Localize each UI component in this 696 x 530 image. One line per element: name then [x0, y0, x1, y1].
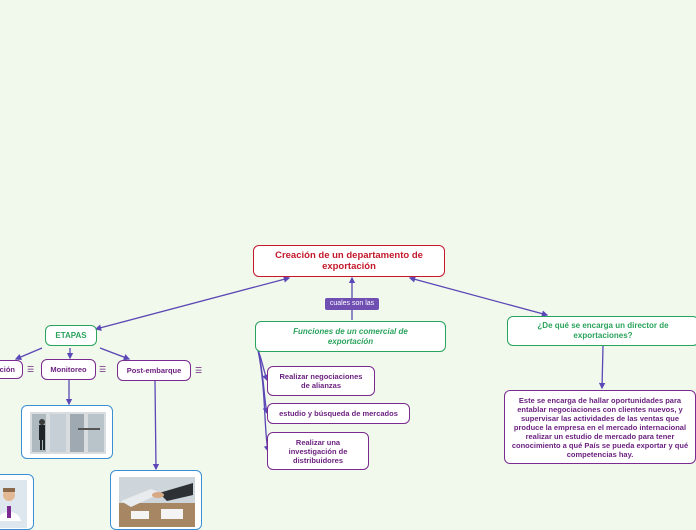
director-description-text: Este se encarga de hallar oportunidades …: [511, 395, 689, 459]
funcion-estudio-label: estudio y búsqueda de mercados: [279, 409, 398, 418]
office-picture: [30, 412, 106, 454]
etapa-cion-node[interactable]: ción: [0, 360, 23, 379]
post-embarque-label: Post-embarque: [126, 366, 182, 375]
person-picture: [0, 480, 27, 528]
list-icon[interactable]: ☰: [27, 365, 35, 374]
monitoreo-node[interactable]: Monitoreo: [41, 359, 96, 380]
director-label: ¿De qué se encarga un director de export…: [537, 321, 669, 340]
link-root-director: [408, 276, 549, 317]
funcion-investigacion-node[interactable]: Realizar una investigación de distribuid…: [267, 432, 369, 470]
link-director-desc: [598, 345, 606, 390]
person-image: [0, 474, 34, 530]
list-icon[interactable]: ☰: [195, 366, 203, 375]
monitoreo-label: Monitoreo: [50, 365, 87, 374]
handshake-image: [110, 470, 202, 530]
director-topic[interactable]: ¿De qué se encarga un director de export…: [507, 316, 696, 346]
etapa-cion-label: ción: [0, 365, 15, 374]
link-etapas-post: [99, 347, 131, 361]
funciones-topic[interactable]: Funciones de un comercial de exportación: [255, 321, 446, 352]
root-topic-label: Creación de un departamento de exportaci…: [275, 250, 423, 272]
link-root-etapas: [94, 276, 291, 331]
root-topic[interactable]: Creación de un departamento de exportaci…: [253, 245, 445, 277]
etapas-label: ETAPAS: [55, 331, 87, 340]
funcion-investigacion-label: Realizar una investigación de distribuid…: [288, 437, 348, 465]
funcion-estudio-node[interactable]: estudio y búsqueda de mercados: [267, 403, 410, 424]
list-icon[interactable]: ☰: [99, 365, 107, 374]
link-label-tag: cuales son las: [325, 298, 379, 310]
link-post-image: [152, 380, 160, 471]
link-func-3: [257, 349, 271, 453]
funcion-negociaciones-node[interactable]: Realizar negociaciones de alianzas: [267, 366, 375, 396]
director-description[interactable]: Este se encarga de hallar oportunidades …: [504, 390, 696, 464]
meeting-picture: [119, 477, 195, 527]
etapas-topic[interactable]: ETAPAS: [45, 325, 97, 346]
office-image-monitoreo: [21, 405, 113, 459]
funciones-label: Funciones de un comercial de exportación: [293, 326, 408, 346]
link-etapas-cion: [14, 347, 43, 360]
post-embarque-node[interactable]: Post-embarque: [117, 360, 191, 381]
funcion-negociaciones-label: Realizar negociaciones de alianzas: [279, 372, 363, 390]
